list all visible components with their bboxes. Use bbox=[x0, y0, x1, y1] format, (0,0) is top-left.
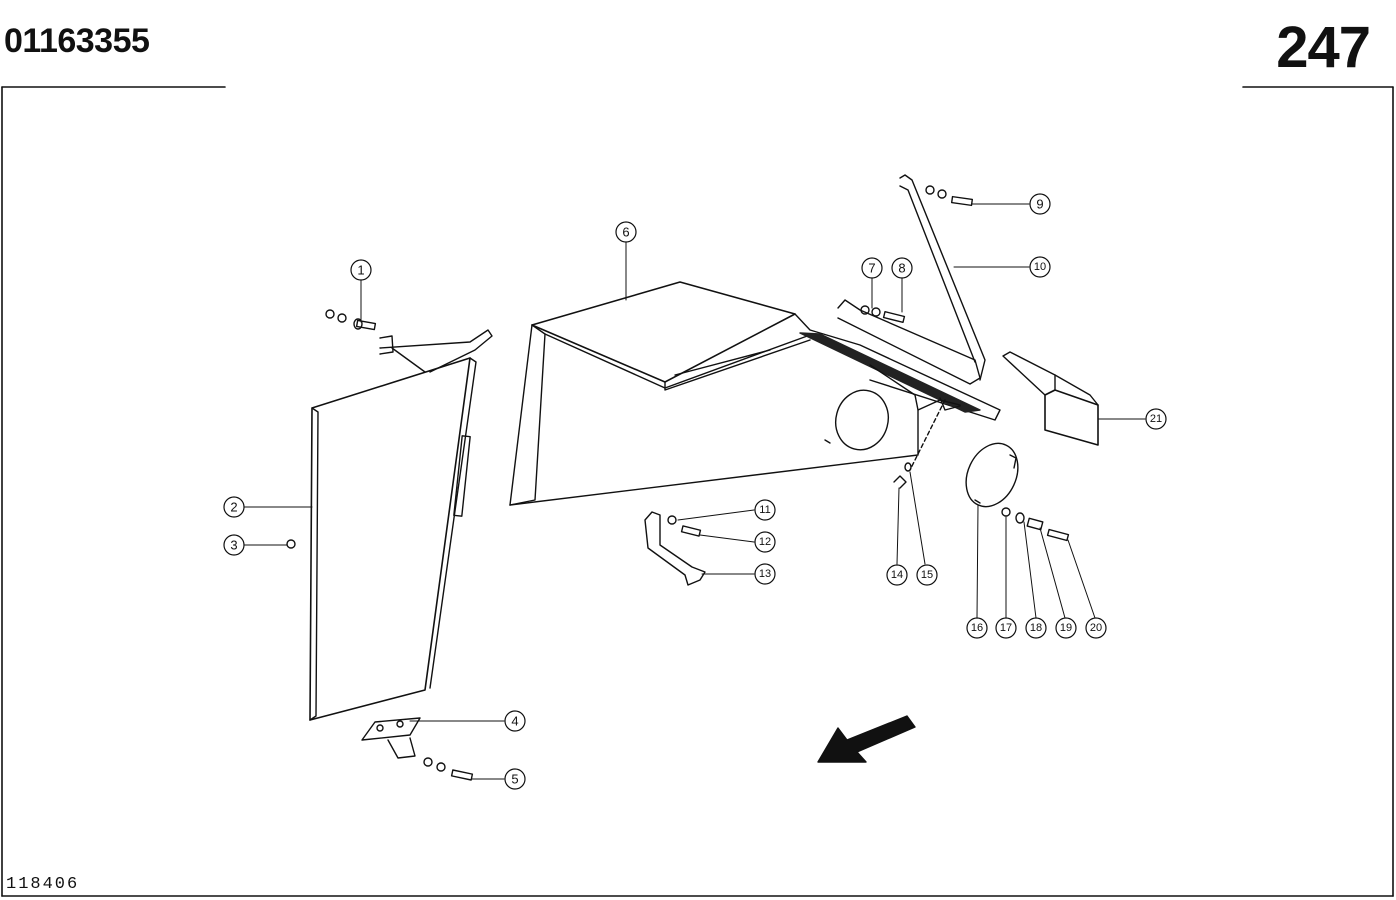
callout-5: 5 bbox=[511, 772, 518, 787]
fastener-stack-part-17-20 bbox=[1001, 507, 1070, 542]
bracket-part-11-13 bbox=[644, 511, 706, 586]
callout-7: 7 bbox=[868, 261, 875, 276]
bolt-cluster-part-9 bbox=[925, 185, 974, 207]
callout-13: 13 bbox=[759, 568, 771, 580]
hinge-bracket-part-4 bbox=[361, 717, 421, 759]
callout-1: 1 bbox=[357, 263, 364, 278]
bolt-cluster-part-5 bbox=[423, 757, 474, 781]
callout-6: 6 bbox=[622, 225, 629, 240]
nut-part-3 bbox=[286, 539, 296, 549]
callout-12: 12 bbox=[759, 536, 771, 548]
callout-9: 9 bbox=[1036, 197, 1043, 212]
side-panel-part-2 bbox=[309, 329, 493, 721]
callout-20: 20 bbox=[1090, 622, 1102, 634]
part-number: 01163355 bbox=[4, 22, 150, 60]
round-cover-part-16 bbox=[965, 442, 1019, 508]
callout-11: 11 bbox=[759, 504, 770, 516]
support-rod-part-10 bbox=[899, 174, 986, 381]
callout-15: 15 bbox=[921, 569, 933, 581]
callout-4: 4 bbox=[511, 714, 518, 729]
callout-8: 8 bbox=[898, 261, 905, 276]
callout-2: 2 bbox=[230, 500, 237, 515]
strap-part-7-8 bbox=[837, 299, 981, 385]
bolt-cluster-part-1 bbox=[325, 309, 377, 331]
page-number: 247 bbox=[1276, 15, 1371, 80]
drawing-code: 118406 bbox=[6, 875, 80, 894]
callout-14: 14 bbox=[891, 569, 903, 581]
sheet-frame bbox=[1, 86, 1394, 897]
callout-3: 3 bbox=[230, 538, 237, 553]
leader-lines bbox=[243, 203, 1146, 780]
callout-18: 18 bbox=[1030, 622, 1042, 634]
callout-17: 17 bbox=[1000, 622, 1012, 634]
hood-cover-part-6 bbox=[509, 281, 1001, 506]
callout-19: 19 bbox=[1060, 622, 1072, 634]
deflector-part-21 bbox=[1002, 351, 1099, 446]
callout-numbers: 1 2 3 4 5 6 7 8 9 10 11 12 13 14 15 16 1… bbox=[230, 197, 1162, 787]
callout-16: 16 bbox=[971, 622, 983, 634]
callout-10: 10 bbox=[1034, 261, 1046, 273]
callout-circles bbox=[223, 193, 1167, 790]
callout-21: 21 bbox=[1150, 413, 1162, 425]
direction-arrow bbox=[817, 715, 916, 763]
fastener-part-14 bbox=[893, 475, 907, 489]
fastener-part-15 bbox=[904, 462, 912, 472]
